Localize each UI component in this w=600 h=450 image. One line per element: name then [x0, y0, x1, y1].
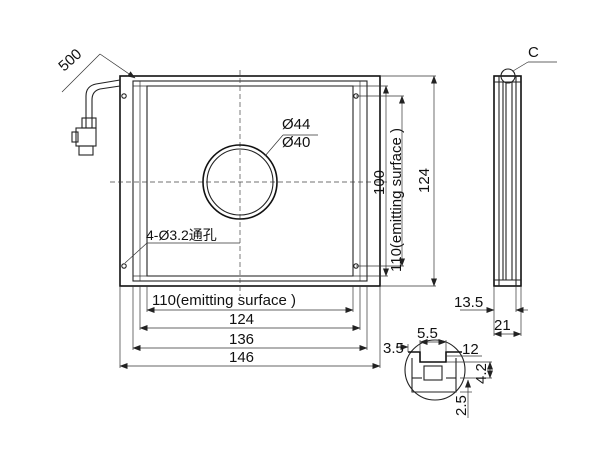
detail-c-marker — [500, 68, 516, 84]
aperture-inner — [206, 148, 274, 216]
front-dimensions: 110(emitting surface ) 124 136 146 110(e… — [119, 75, 437, 369]
emitting-surface — [146, 85, 354, 277]
cable-length-label: 500 — [55, 46, 85, 75]
detail-5-5-label: 5.5 — [417, 325, 438, 342]
outer-plate — [119, 75, 381, 287]
detail-4-2-label: 4.2 — [473, 363, 490, 384]
inner-diameter-label: Ø40 — [282, 134, 310, 151]
emitting-height-label: 110(emitting surface ) — [388, 128, 405, 272]
cable-connector — [71, 79, 121, 156]
height-124-label: 124 — [416, 168, 433, 193]
hole-note-label: 4-Ø3.2通孔 — [146, 227, 217, 243]
side-view: C 13.5 21 — [454, 44, 557, 337]
front-view: Ø44 Ø40 4-Ø3.2通孔 500 — [55, 46, 390, 296]
detail-c-view: 3.5 5.5 12 4.2 2.5 — [383, 325, 493, 418]
width-136-label: 136 — [229, 331, 254, 348]
thickness-13-5-label: 13.5 — [454, 294, 483, 311]
detail-3-5-label: 3.5 — [383, 340, 404, 357]
outer-diameter-label: Ø44 — [282, 116, 310, 133]
emitting-width-label: 110(emitting surface ) — [152, 292, 296, 309]
width-124-label: 124 — [229, 311, 254, 328]
width-146-label: 146 — [229, 349, 254, 366]
detail-callout-label: C — [528, 44, 539, 61]
mount-hole-bl — [121, 263, 127, 269]
detail-12-label: 12 — [462, 341, 479, 358]
height-100-label: 100 — [371, 170, 388, 195]
detail-2-5-label: 2.5 — [453, 395, 470, 416]
inner-frame — [132, 80, 368, 282]
thickness-21-label: 21 — [494, 317, 511, 334]
aperture-outer — [202, 144, 278, 220]
mount-hole-tl — [121, 93, 127, 99]
